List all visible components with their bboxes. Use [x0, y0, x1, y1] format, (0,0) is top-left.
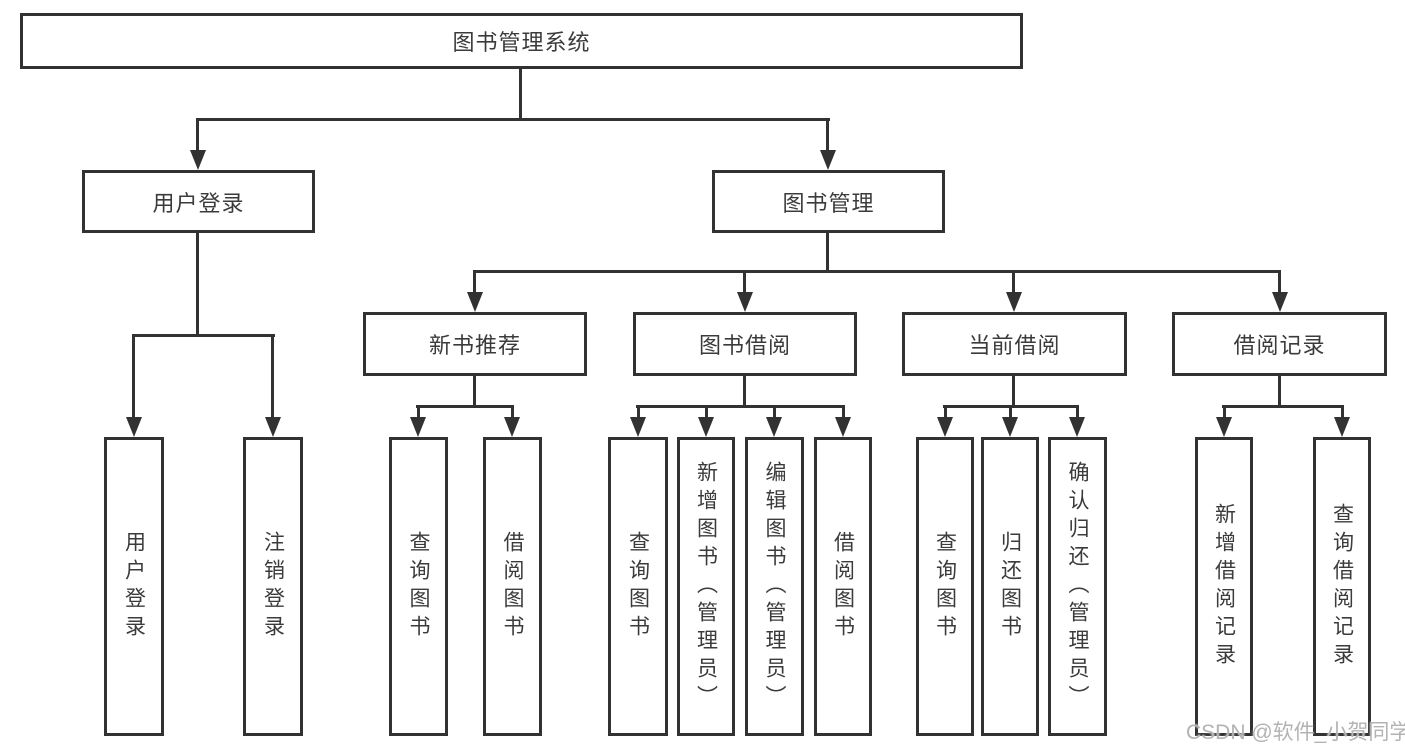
connector-vline: [1012, 270, 1015, 295]
connector-vline: [826, 118, 829, 153]
node-book-borrow-label: 图书借阅: [698, 333, 791, 358]
connector-vline: [842, 405, 845, 420]
connector-hline: [196, 118, 830, 121]
connector-vline: [473, 376, 476, 407]
connector-hline: [416, 405, 514, 408]
arrowhead-down-icon: [1006, 292, 1022, 312]
connector-hline: [1222, 405, 1344, 408]
connector-vline: [132, 334, 135, 420]
leaf-add-books-admin: 新增图书（管理员）: [677, 437, 735, 736]
connector-vline: [519, 69, 522, 120]
arrowhead-down-icon: [504, 417, 520, 437]
node-borrow-records: 借阅记录: [1172, 312, 1387, 376]
connector-vline: [944, 405, 947, 420]
connector-vline: [637, 405, 640, 420]
leaf-logout: 注销登录: [243, 437, 303, 736]
leaf-logout-label: 注销登录: [261, 530, 285, 643]
arrowhead-down-icon: [698, 417, 714, 437]
connector-vline: [1076, 405, 1079, 420]
leaf-add-borrow-record-label: 新增借阅记录: [1212, 502, 1236, 671]
node-book-borrow: 图书借阅: [633, 312, 857, 376]
connector-vline: [1012, 376, 1015, 407]
arrowhead-down-icon: [1334, 417, 1350, 437]
connector-vline: [511, 405, 514, 420]
leaf-confirm-return-admin-label: 确认归还（管理员）: [1066, 460, 1089, 713]
leaf-query-books-borrow-label: 查询图书: [626, 530, 650, 643]
leaf-user-login-label: 用户登录: [122, 530, 146, 643]
leaf-add-borrow-record: 新增借阅记录: [1195, 437, 1253, 736]
arrowhead-down-icon: [737, 292, 753, 312]
arrowhead-down-icon: [410, 417, 426, 437]
leaf-edit-books-admin: 编辑图书（管理员）: [745, 437, 804, 736]
leaf-query-borrow-record: 查询借阅记录: [1313, 437, 1371, 736]
connector-vline: [1223, 405, 1226, 420]
node-user-login: 用户登录: [82, 170, 315, 233]
connector-vline: [196, 233, 199, 336]
leaf-borrow-books-recommend-label: 借阅图书: [501, 530, 524, 643]
arrowhead-down-icon: [126, 417, 142, 437]
leaf-confirm-return-admin: 确认归还（管理员）: [1048, 437, 1107, 736]
node-new-book-recommend-label: 新书推荐: [428, 333, 521, 358]
connector-hline: [473, 270, 1281, 273]
arrowhead-down-icon: [630, 417, 646, 437]
leaf-query-books-recommend-label: 查询图书: [407, 530, 430, 643]
connector-vline: [773, 405, 776, 420]
leaf-user-login: 用户登录: [104, 437, 164, 736]
arrowhead-down-icon: [1272, 292, 1288, 312]
leaf-query-books-current: 查询图书: [916, 437, 974, 736]
connector-vline: [743, 270, 746, 295]
leaf-borrow-books: 借阅图书: [814, 437, 872, 736]
leaf-query-books-borrow: 查询图书: [608, 437, 668, 736]
connector-vline: [705, 405, 708, 420]
node-root-label: 图书管理系统: [452, 30, 591, 55]
leaf-return-books-label: 归还图书: [998, 530, 1022, 643]
connector-vline: [1278, 376, 1281, 407]
node-book-management-label: 图书管理: [782, 190, 875, 216]
connector-vline: [1341, 405, 1344, 420]
node-current-borrow-label: 当前借阅: [968, 333, 1061, 358]
arrowhead-down-icon: [835, 417, 851, 437]
node-book-management: 图书管理: [712, 170, 945, 233]
leaf-query-books-current-label: 查询图书: [933, 530, 957, 643]
connector-vline: [473, 270, 476, 295]
connector-hline: [636, 405, 845, 408]
connector-vline: [1009, 405, 1012, 420]
node-borrow-records-label: 借阅记录: [1233, 333, 1326, 358]
arrowhead-down-icon: [766, 417, 782, 437]
leaf-add-books-admin-label: 新增图书（管理员）: [694, 460, 718, 713]
arrowhead-down-icon: [937, 417, 953, 437]
arrowhead-down-icon: [1002, 417, 1018, 437]
leaf-borrow-books-recommend: 借阅图书: [483, 437, 542, 736]
arrowhead-down-icon: [820, 150, 836, 170]
connector-vline: [196, 118, 199, 153]
leaf-borrow-books-label: 借阅图书: [831, 530, 855, 643]
connector-vline: [826, 233, 829, 272]
connector-vline: [417, 405, 420, 420]
connector-vline: [1278, 270, 1281, 295]
node-root: 图书管理系统: [20, 13, 1023, 69]
node-new-book-recommend: 新书推荐: [363, 312, 587, 376]
arrowhead-down-icon: [1069, 417, 1085, 437]
arrowhead-down-icon: [467, 292, 483, 312]
node-current-borrow: 当前借阅: [902, 312, 1127, 376]
leaf-query-borrow-record-label: 查询借阅记录: [1330, 502, 1354, 671]
connector-vline: [743, 376, 746, 407]
arrowhead-down-icon: [190, 150, 206, 170]
watermark-text: CSDN @软件_小贺同学: [1186, 721, 1405, 744]
leaf-return-books: 归还图书: [981, 437, 1039, 736]
node-user-login-label: 用户登录: [152, 190, 245, 216]
connector-vline: [271, 334, 274, 420]
arrowhead-down-icon: [265, 417, 281, 437]
leaf-query-books-recommend: 查询图书: [389, 437, 448, 736]
connector-hline: [132, 334, 275, 337]
leaf-edit-books-admin-label: 编辑图书（管理员）: [763, 460, 786, 713]
arrowhead-down-icon: [1216, 417, 1232, 437]
